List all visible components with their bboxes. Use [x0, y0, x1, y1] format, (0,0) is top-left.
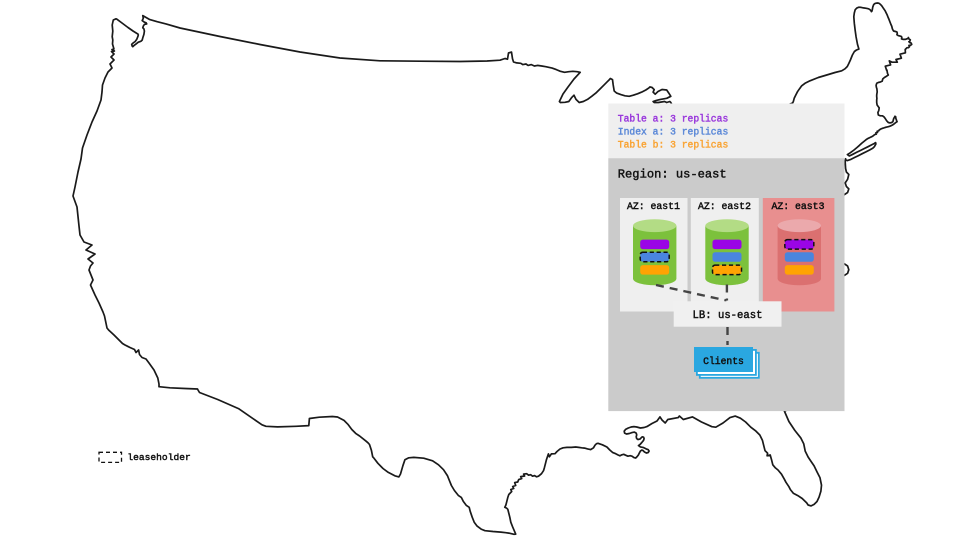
svg-text:Index a: 3 replicas: Index a: 3 replicas — [618, 127, 729, 138]
svg-text:Table a: 3 replicas: Table a: 3 replicas — [618, 114, 729, 125]
svg-text:LB: us-east: LB: us-east — [693, 310, 763, 322]
svg-text:leaseholder: leaseholder — [127, 452, 190, 463]
svg-text:Region: us-east: Region: us-east — [618, 168, 727, 182]
svg-text:AZ: east3: AZ: east3 — [772, 201, 825, 212]
svg-text:AZ: east1: AZ: east1 — [627, 201, 680, 212]
svg-text:Table b: 3 replicas: Table b: 3 replicas — [618, 140, 729, 151]
svg-text:Clients: Clients — [703, 356, 744, 367]
svg-text:AZ: east2: AZ: east2 — [698, 201, 751, 212]
